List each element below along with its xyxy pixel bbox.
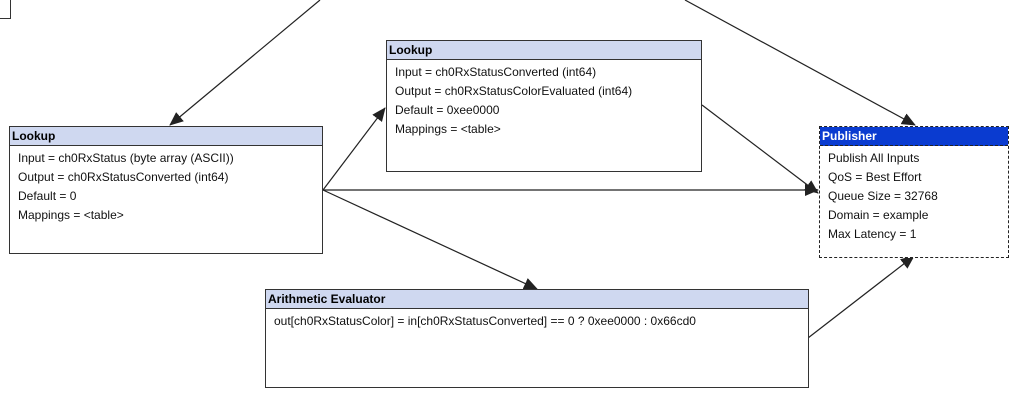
node-title: Lookup <box>387 41 701 60</box>
node-title: Arithmetic Evaluator <box>266 290 808 309</box>
partial-node-offscreen[interactable] <box>0 0 11 19</box>
node-property: Input = ch0RxStatusConverted (int64) <box>395 65 597 79</box>
node-property: Max Latency = 1 <box>828 227 917 241</box>
wire-top-to-publisher <box>684 0 916 126</box>
wire-lookup-b-to-publisher <box>701 104 819 194</box>
node-body: Input = ch0RxStatus (byte array (ASCII))… <box>10 146 322 225</box>
node-property: Input = ch0RxStatus (byte array (ASCII)) <box>18 151 234 165</box>
node-property: Publish All Inputs <box>828 151 920 165</box>
wire-lookup-a-to-arith <box>322 189 538 290</box>
node-property: Mappings = <table> <box>18 208 124 222</box>
wire-lookup-a-to-lookup-b <box>322 107 386 191</box>
node-property: Mappings = <table> <box>395 122 501 136</box>
node-body: Publish All Inputs QoS = Best Effort Que… <box>820 146 1008 244</box>
node-title: Lookup <box>10 127 322 146</box>
node-property: out[ch0RxStatusColor] = in[ch0RxStatusCo… <box>274 314 696 328</box>
node-property: Queue Size = 32768 <box>828 189 938 203</box>
node-property: Default = 0xee0000 <box>395 103 500 117</box>
node-title: Publisher <box>820 127 1008 146</box>
node-property: Domain = example <box>828 208 929 222</box>
node-property: Output = ch0RxStatusConverted (int64) <box>18 170 229 184</box>
lookup-node[interactable]: Lookup Input = ch0RxStatus (byte array (… <box>9 126 323 254</box>
node-body: Input = ch0RxStatusConverted (int64) Out… <box>387 60 701 139</box>
arithmetic-evaluator-node[interactable]: Arithmetic Evaluator out[ch0RxStatusColo… <box>265 289 809 388</box>
wire-top-to-lookup-a <box>169 0 321 126</box>
lookup-node[interactable]: Lookup Input = ch0RxStatusConverted (int… <box>386 40 702 172</box>
wire-arith-to-publisher <box>807 255 915 339</box>
node-body: out[ch0RxStatusColor] = in[ch0RxStatusCo… <box>266 309 808 331</box>
node-property: QoS = Best Effort <box>828 170 922 184</box>
node-property: Output = ch0RxStatusColorEvaluated (int6… <box>395 84 633 98</box>
node-property: Default = 0 <box>18 189 77 203</box>
publisher-node[interactable]: Publisher Publish All Inputs QoS = Best … <box>819 126 1009 258</box>
